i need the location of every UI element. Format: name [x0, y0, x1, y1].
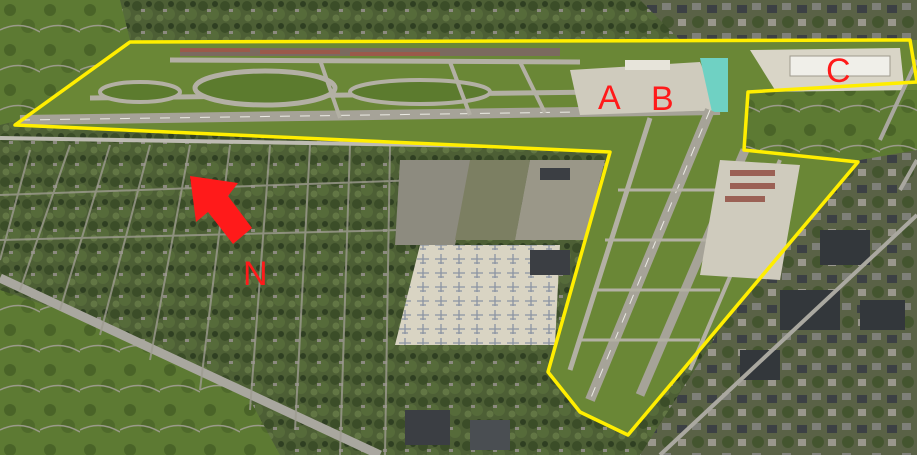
taxiway-loop-east — [348, 78, 492, 106]
warehouse-roof — [530, 250, 570, 275]
warehouse-south — [405, 410, 450, 445]
terminal-apron — [570, 62, 720, 115]
airport-boundary-outline — [13, 38, 917, 437]
park-area-northwest — [0, 0, 130, 125]
label-c: C — [826, 52, 851, 90]
label-a: A — [598, 79, 621, 117]
industrial-buildings — [515, 160, 605, 240]
north-arrow-icon — [190, 176, 252, 244]
taxiway-west-parallel — [567, 117, 653, 371]
teal-apron — [700, 58, 728, 112]
cargo-building — [789, 55, 891, 77]
aircraft-parking-lot — [395, 245, 560, 345]
urban-area-north — [640, 0, 917, 40]
hangar-row — [180, 48, 560, 56]
taxiway-loop — [192, 68, 338, 108]
label-b: B — [651, 80, 674, 118]
terminal-building — [625, 60, 670, 70]
label-north: N — [243, 255, 268, 293]
warehouse-south-2 — [470, 420, 510, 450]
east-hangars — [725, 170, 775, 202]
airfield-grass — [15, 40, 917, 435]
east-industrial-roofs — [740, 230, 905, 380]
industrial-lot — [455, 160, 530, 240]
diagonal-avenue — [0, 273, 382, 455]
east-grass-area — [745, 90, 917, 160]
gravel-yard — [395, 160, 475, 245]
eastern-roads — [878, 59, 917, 191]
industrial-roof — [540, 168, 570, 180]
east-apron — [700, 160, 800, 280]
industrial-area-east — [640, 150, 917, 455]
street-grid — [0, 144, 421, 455]
taxiway-connectors — [318, 59, 547, 119]
taxiway-loop-west — [98, 80, 182, 104]
east-diagonal-road — [658, 213, 917, 455]
runway-ns-centerline — [589, 109, 711, 401]
park-area-southwest — [0, 290, 280, 455]
taxiway-far-north — [169, 57, 581, 65]
